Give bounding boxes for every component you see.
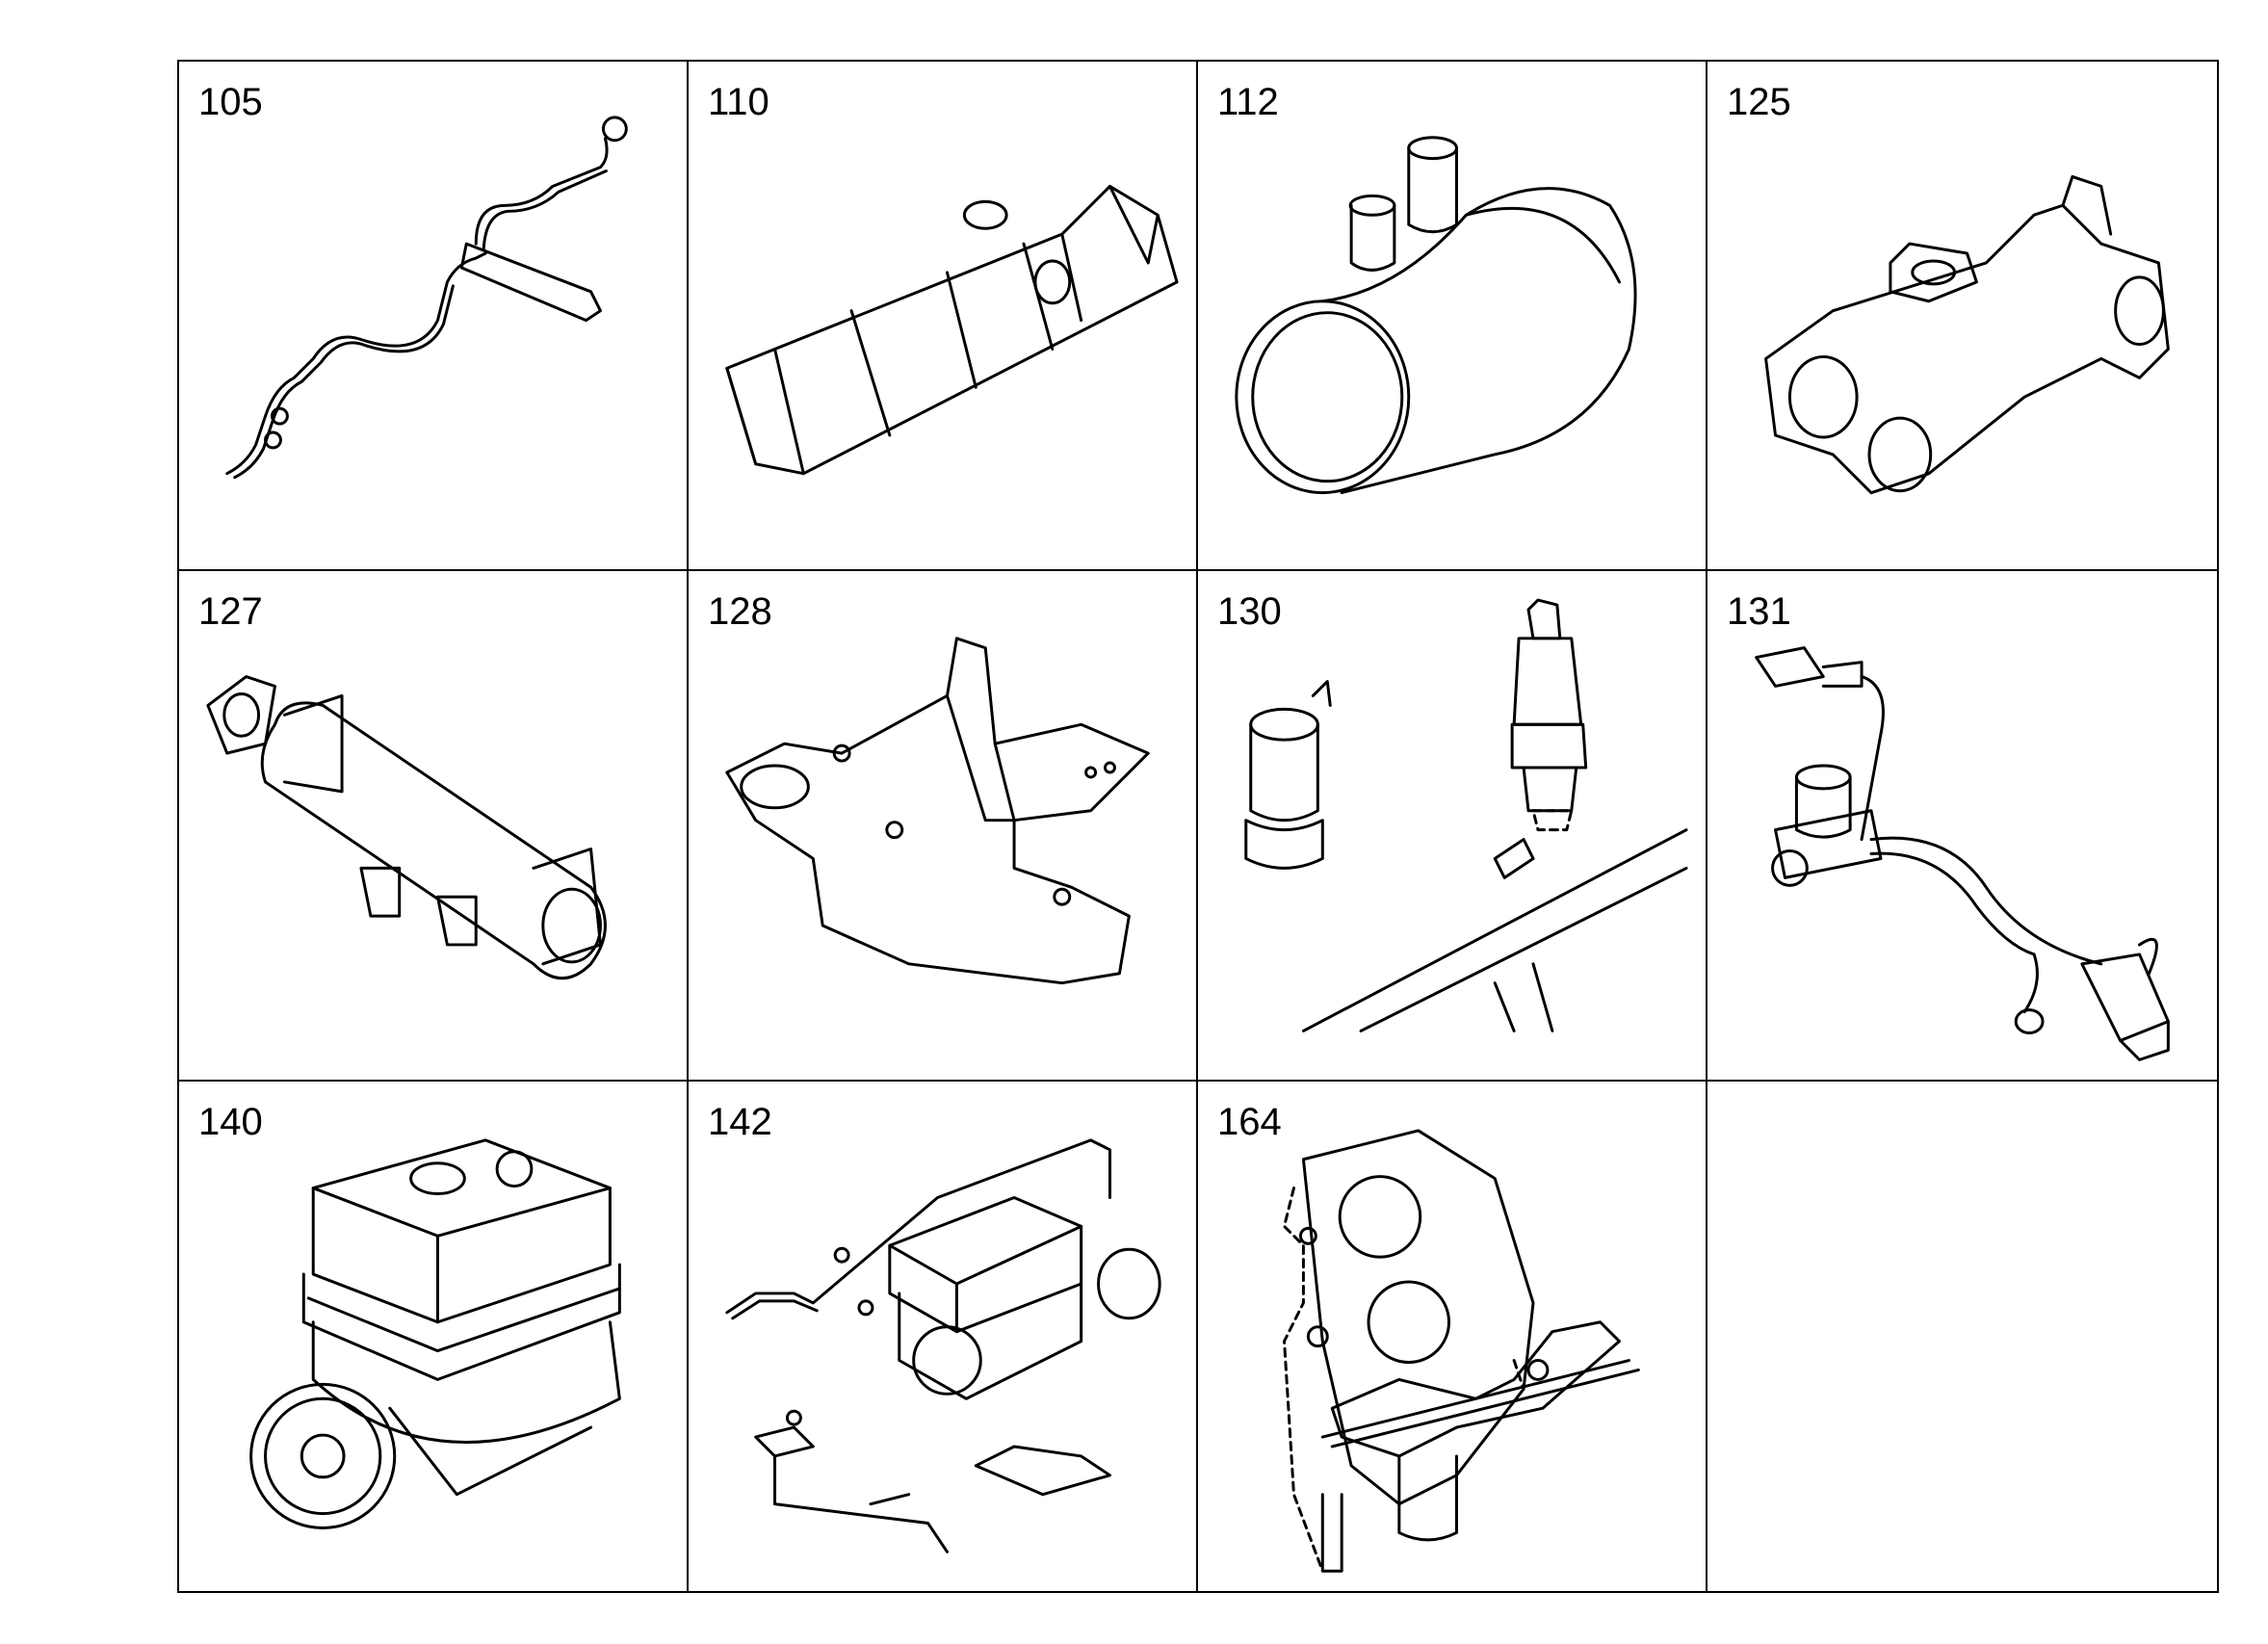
pipe-adapter-icon [1235, 136, 1637, 495]
part-number: 131 [1727, 590, 1791, 634]
part-cell-130[interactable]: 130 [1198, 571, 1708, 1082]
part-cell-125[interactable]: 125 [1708, 62, 2217, 572]
part-cell-127[interactable]: 127 [179, 571, 689, 1082]
parts-grid: 105 110 112 [177, 60, 2219, 1593]
part-cell-128[interactable]: 128 [689, 571, 1198, 1082]
part-number: 164 [1217, 1100, 1282, 1143]
part-cell-142[interactable]: 142 [689, 1081, 1198, 1591]
injector-line-icon [225, 116, 628, 480]
intake-manifold-icon [1764, 174, 2170, 495]
part-number: 110 [708, 81, 769, 123]
valve-cover-icon [725, 184, 1179, 476]
part-cell-164[interactable]: 164 [1198, 1081, 1708, 1591]
part-cell-131[interactable]: 131 [1708, 571, 2217, 1082]
compressor-lines-icon [725, 1138, 1161, 1553]
part-number: 128 [708, 590, 772, 634]
sensor-harness-icon [1755, 646, 2170, 1062]
part-number: 140 [198, 1100, 263, 1143]
air-compressor-icon [249, 1138, 621, 1529]
part-number: 105 [198, 81, 263, 123]
part-cell-140[interactable]: 140 [179, 1081, 689, 1591]
engine-block-lines-icon [1283, 1129, 1640, 1573]
part-number: 112 [1217, 81, 1279, 123]
part-cell-105[interactable]: 105 [179, 62, 689, 572]
manifold-bracket-icon [725, 637, 1150, 985]
part-number: 130 [1217, 590, 1282, 634]
exhaust-pipe-icon [206, 675, 607, 980]
part-cell-110[interactable]: 110 [689, 62, 1198, 572]
empty-cell [1708, 1082, 2217, 1591]
part-number: 127 [198, 590, 263, 634]
sensor-and-switch-icon [1244, 598, 1688, 1033]
part-number: 142 [708, 1100, 772, 1143]
part-number: 125 [1727, 81, 1791, 123]
part-cell-112[interactable]: 112 [1198, 62, 1708, 572]
